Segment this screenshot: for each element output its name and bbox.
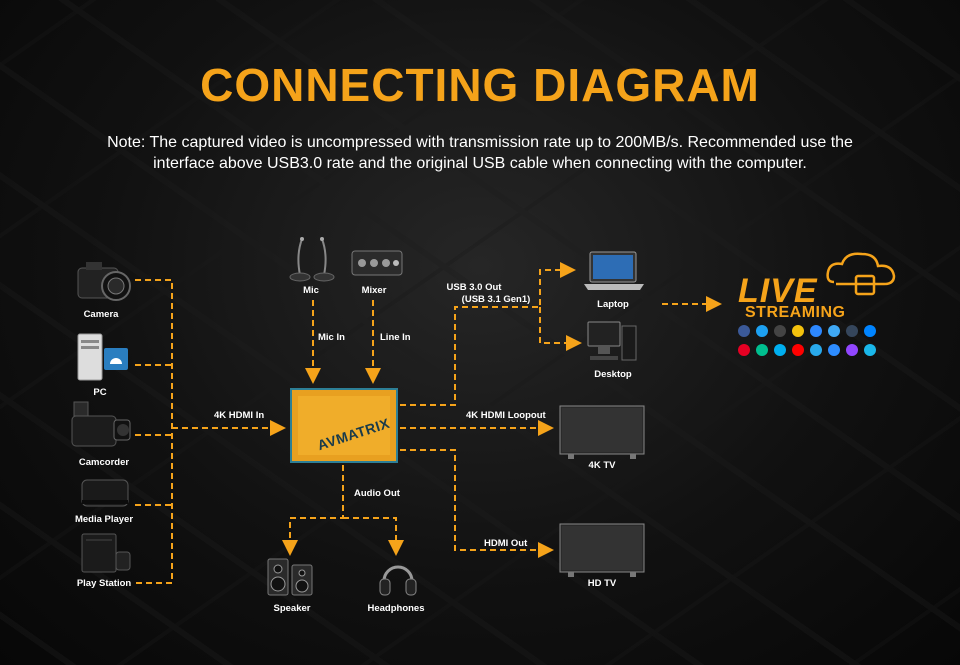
tumblr-icon [846, 325, 858, 337]
hd-tv-icon [558, 522, 646, 578]
hdmi-in-label: 4K HDMI In [214, 410, 265, 421]
twitch-icon [846, 344, 858, 356]
headphones-line [343, 517, 404, 556]
telegram-icon [810, 344, 822, 356]
cloud-network-icon [822, 248, 900, 304]
zoom-icon [828, 344, 840, 356]
grid-app-icon [810, 325, 822, 337]
desktop-label: Desktop [594, 369, 632, 380]
media-player-label: Media Player [74, 514, 134, 525]
youtube-icon [792, 344, 804, 356]
usb-out-label-1: USB 3.0 Out [446, 282, 502, 293]
speaker-line [282, 465, 344, 556]
page-title: CONNECTING DIAGRAM [200, 59, 760, 111]
tv-4k-icon [558, 404, 646, 460]
play-station-label: Play Station [76, 578, 132, 589]
speaker-icon [266, 557, 316, 597]
streaming-label: STREAMING [745, 304, 846, 321]
media-player-icon [78, 476, 132, 510]
camcorder-label: Camcorder [78, 457, 130, 468]
vine-icon [756, 344, 768, 356]
youtube-gaming-icon [792, 325, 804, 337]
usb-out-label-2: (USB 3.1 Gen1) [461, 294, 531, 305]
pc-label: PC [93, 387, 107, 398]
line-in-label: Line In [380, 332, 411, 343]
source-bus-line [135, 279, 173, 584]
twitter-icon [756, 325, 768, 337]
periscope-icon [828, 325, 840, 337]
camera-icon [76, 258, 134, 304]
laptop-icon [580, 250, 648, 294]
mic-label: Mic [303, 285, 319, 296]
hdmi-loopout-label: 4K HDMI Loopout [466, 410, 546, 421]
headphones-label: Headphones [367, 603, 425, 614]
mic-icon [286, 235, 340, 283]
play-station-icon [78, 530, 132, 574]
desktop-icon [586, 320, 640, 364]
hdmi-out-line [400, 449, 554, 558]
hd-tv-label: HD TV [587, 578, 617, 589]
obs-icon [774, 325, 786, 337]
camera-label: Camera [83, 309, 119, 320]
usb-desktop-line [539, 307, 582, 351]
skype-icon [774, 344, 786, 356]
note-text: Note: The captured video is uncompressed… [107, 134, 853, 172]
usb-laptop-line [400, 262, 576, 406]
tv-4k-label: 4K TV [588, 460, 616, 471]
capture-device: AVMATRIX [290, 388, 398, 463]
facebook-icon [738, 325, 750, 337]
pinterest-icon [738, 344, 750, 356]
mixer-icon [348, 245, 406, 279]
speaker-label: Speaker [273, 603, 311, 614]
mixer-label: Mixer [361, 285, 387, 296]
vimeo-icon [864, 344, 876, 356]
headphones-icon [378, 557, 418, 599]
pc-icon [76, 330, 134, 382]
live-label: LIVE [738, 272, 818, 310]
messenger-icon [864, 325, 876, 337]
capture-brand: AVMATRIX [315, 414, 392, 454]
laptop-label: Laptop [597, 299, 629, 310]
mic-in-label: Mic In [318, 332, 345, 343]
camcorder-icon [68, 400, 134, 452]
audio-out-label: Audio Out [354, 488, 400, 499]
hdmi-out-label: HDMI Out [484, 538, 528, 549]
